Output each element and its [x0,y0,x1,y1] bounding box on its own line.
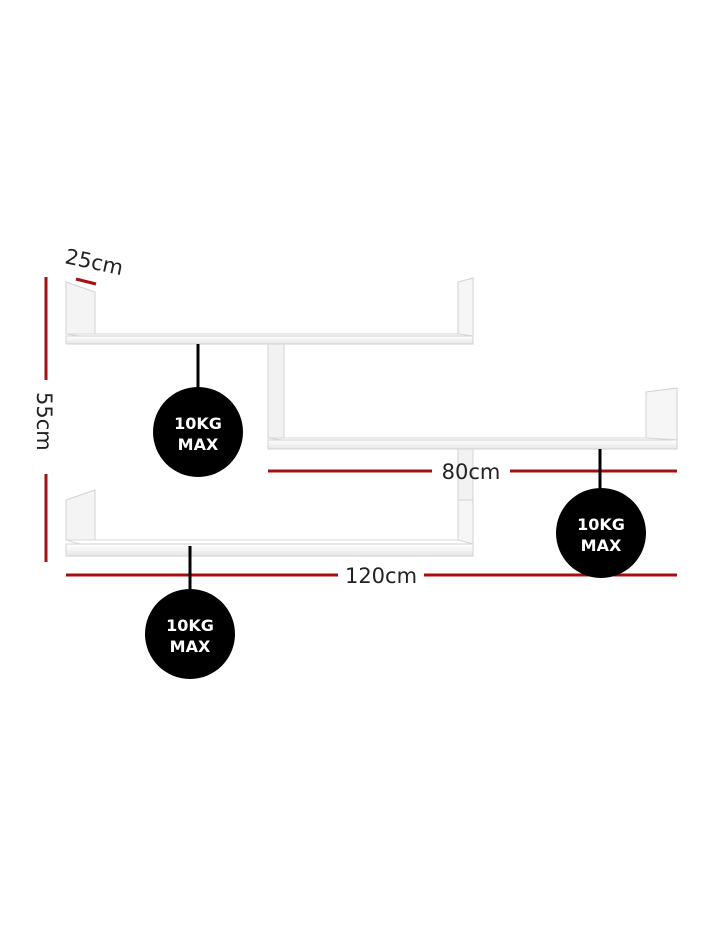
connector-panel [267,343,285,439]
badge-max-text: MAX [581,536,622,555]
weight-badge-bottom: 10KG MAX [145,546,235,679]
badge-max-text: MAX [170,637,211,656]
height-label: 55cm [32,392,56,451]
badge-circle [145,589,235,679]
depth-dimension-line [75,277,97,286]
top-shelf [65,277,474,345]
height-dimension: 55cm [32,277,56,562]
total-width-label: 120cm [345,564,417,588]
middle-shelf [267,387,678,450]
mid-width-dimension: 80cm [268,460,677,484]
badge-weight-text: 10KG [174,414,222,433]
badge-max-text: MAX [178,435,219,454]
depth-dimension: 25cm [63,244,125,286]
badge-circle [556,488,646,578]
total-width-dimension: 120cm [66,564,677,588]
weight-badge-right: 10KG MAX [556,449,646,578]
weight-badge-top: 10KG MAX [153,344,243,477]
depth-label: 25cm [63,244,125,280]
badge-weight-text: 10KG [577,515,625,534]
badge-weight-text: 10KG [166,616,214,635]
badge-circle [153,387,243,477]
mid-width-label: 80cm [442,460,501,484]
bottom-shelf [65,448,474,557]
